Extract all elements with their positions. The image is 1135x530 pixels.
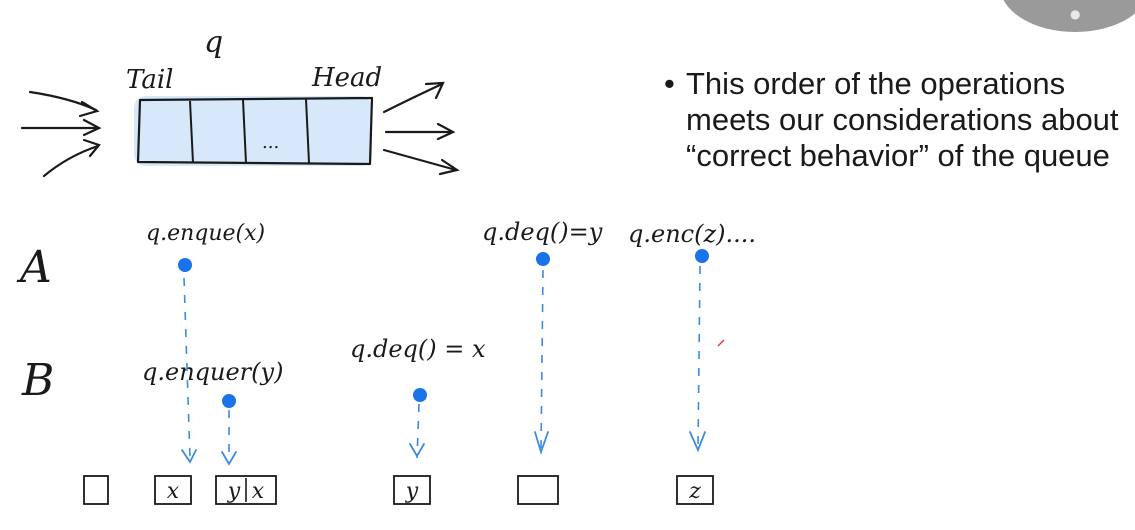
queue-divider [305, 98, 310, 164]
thread-a-label: A [16, 242, 52, 293]
arrow-out-icon [382, 82, 444, 114]
queue-name-label: q [204, 25, 223, 60]
thread-b-label: B [21, 355, 54, 406]
queue-state: z [676, 475, 714, 505]
queue-state [517, 475, 559, 505]
op-b-enqueue-y: q.enquer(y) [142, 358, 283, 386]
arrow-in-head-icon [82, 118, 102, 137]
queue-divider [242, 99, 247, 164]
queue-state [83, 475, 109, 505]
arrow-down-icon [409, 443, 425, 458]
queue-fill [134, 96, 372, 166]
event-dot [222, 394, 236, 408]
queue-head-label: Head [311, 63, 382, 93]
queue-state-cell: x [252, 479, 265, 504]
arrow-out-icon [382, 148, 458, 172]
queue-state-box [676, 475, 714, 505]
arrow-out-head-icon [424, 81, 445, 100]
arrow-in-icon [28, 90, 98, 112]
queue-divider [189, 100, 194, 164]
arrow-out-head-icon [436, 122, 456, 141]
queue-tail-label: Tail [126, 65, 173, 95]
op-a-enqueue-z: q.enc(z).... [628, 220, 756, 248]
bullet-line: This order of the operations [686, 66, 1066, 101]
queue-state: y [393, 475, 431, 505]
bullet-line: “correct behavior” of the queue [686, 138, 1110, 173]
queue-state-cell: y [227, 479, 241, 504]
enqueue-arrows [20, 90, 102, 178]
arrow-in-head-icon [78, 100, 100, 118]
timeline-dashed-line [540, 269, 544, 451]
queue-state-box [517, 475, 559, 505]
event-dot [695, 249, 709, 263]
op-a-enqueue-x: q.enque(x) [146, 221, 265, 246]
bullet-icon: • [664, 66, 675, 101]
queue-state: x [154, 475, 192, 505]
timeline-dashed-line [183, 277, 191, 459]
op-a-dequeue-y: q.deq()=y [482, 218, 603, 246]
queue-state-box [154, 475, 192, 505]
queue-state-box [215, 475, 277, 505]
event-dots [178, 249, 709, 408]
queue-state-box [83, 475, 109, 505]
timeline-dashed-line [697, 265, 701, 449]
arrow-down-icon [181, 449, 197, 464]
dequeue-arrows [382, 81, 460, 176]
queue-outline [136, 96, 374, 166]
queue-state-cell: y [405, 479, 419, 504]
bullet-note: • This order of the operations meets our… [664, 66, 1124, 174]
timeline-dashed-line [416, 403, 420, 459]
queue-state-cell: z [688, 479, 701, 504]
queue-ellipsis: ... [262, 132, 279, 153]
arrow-down-icon [534, 431, 549, 455]
arrow-in-head-icon [82, 138, 101, 158]
arrow-down-icon [221, 451, 237, 466]
event-dot [413, 388, 427, 402]
timeline-arrowheads [181, 431, 706, 466]
arrow-in-icon [42, 144, 100, 178]
arrow-down-icon [689, 431, 706, 453]
event-dot [536, 252, 550, 266]
bullet-line: meets our considerations about [686, 102, 1119, 137]
op-b-dequeue-x: q.deq() = x [350, 335, 486, 363]
stray-mark [717, 339, 725, 347]
queue-drawing: ... Tail Head q [20, 25, 460, 178]
apple-logo-icon: ● [1070, 7, 1081, 21]
queue-state-box [393, 475, 431, 505]
arrow-out-head-icon [438, 158, 460, 176]
queue-state-cell: x [167, 479, 180, 504]
timelines [183, 265, 701, 459]
event-dot [178, 258, 192, 272]
